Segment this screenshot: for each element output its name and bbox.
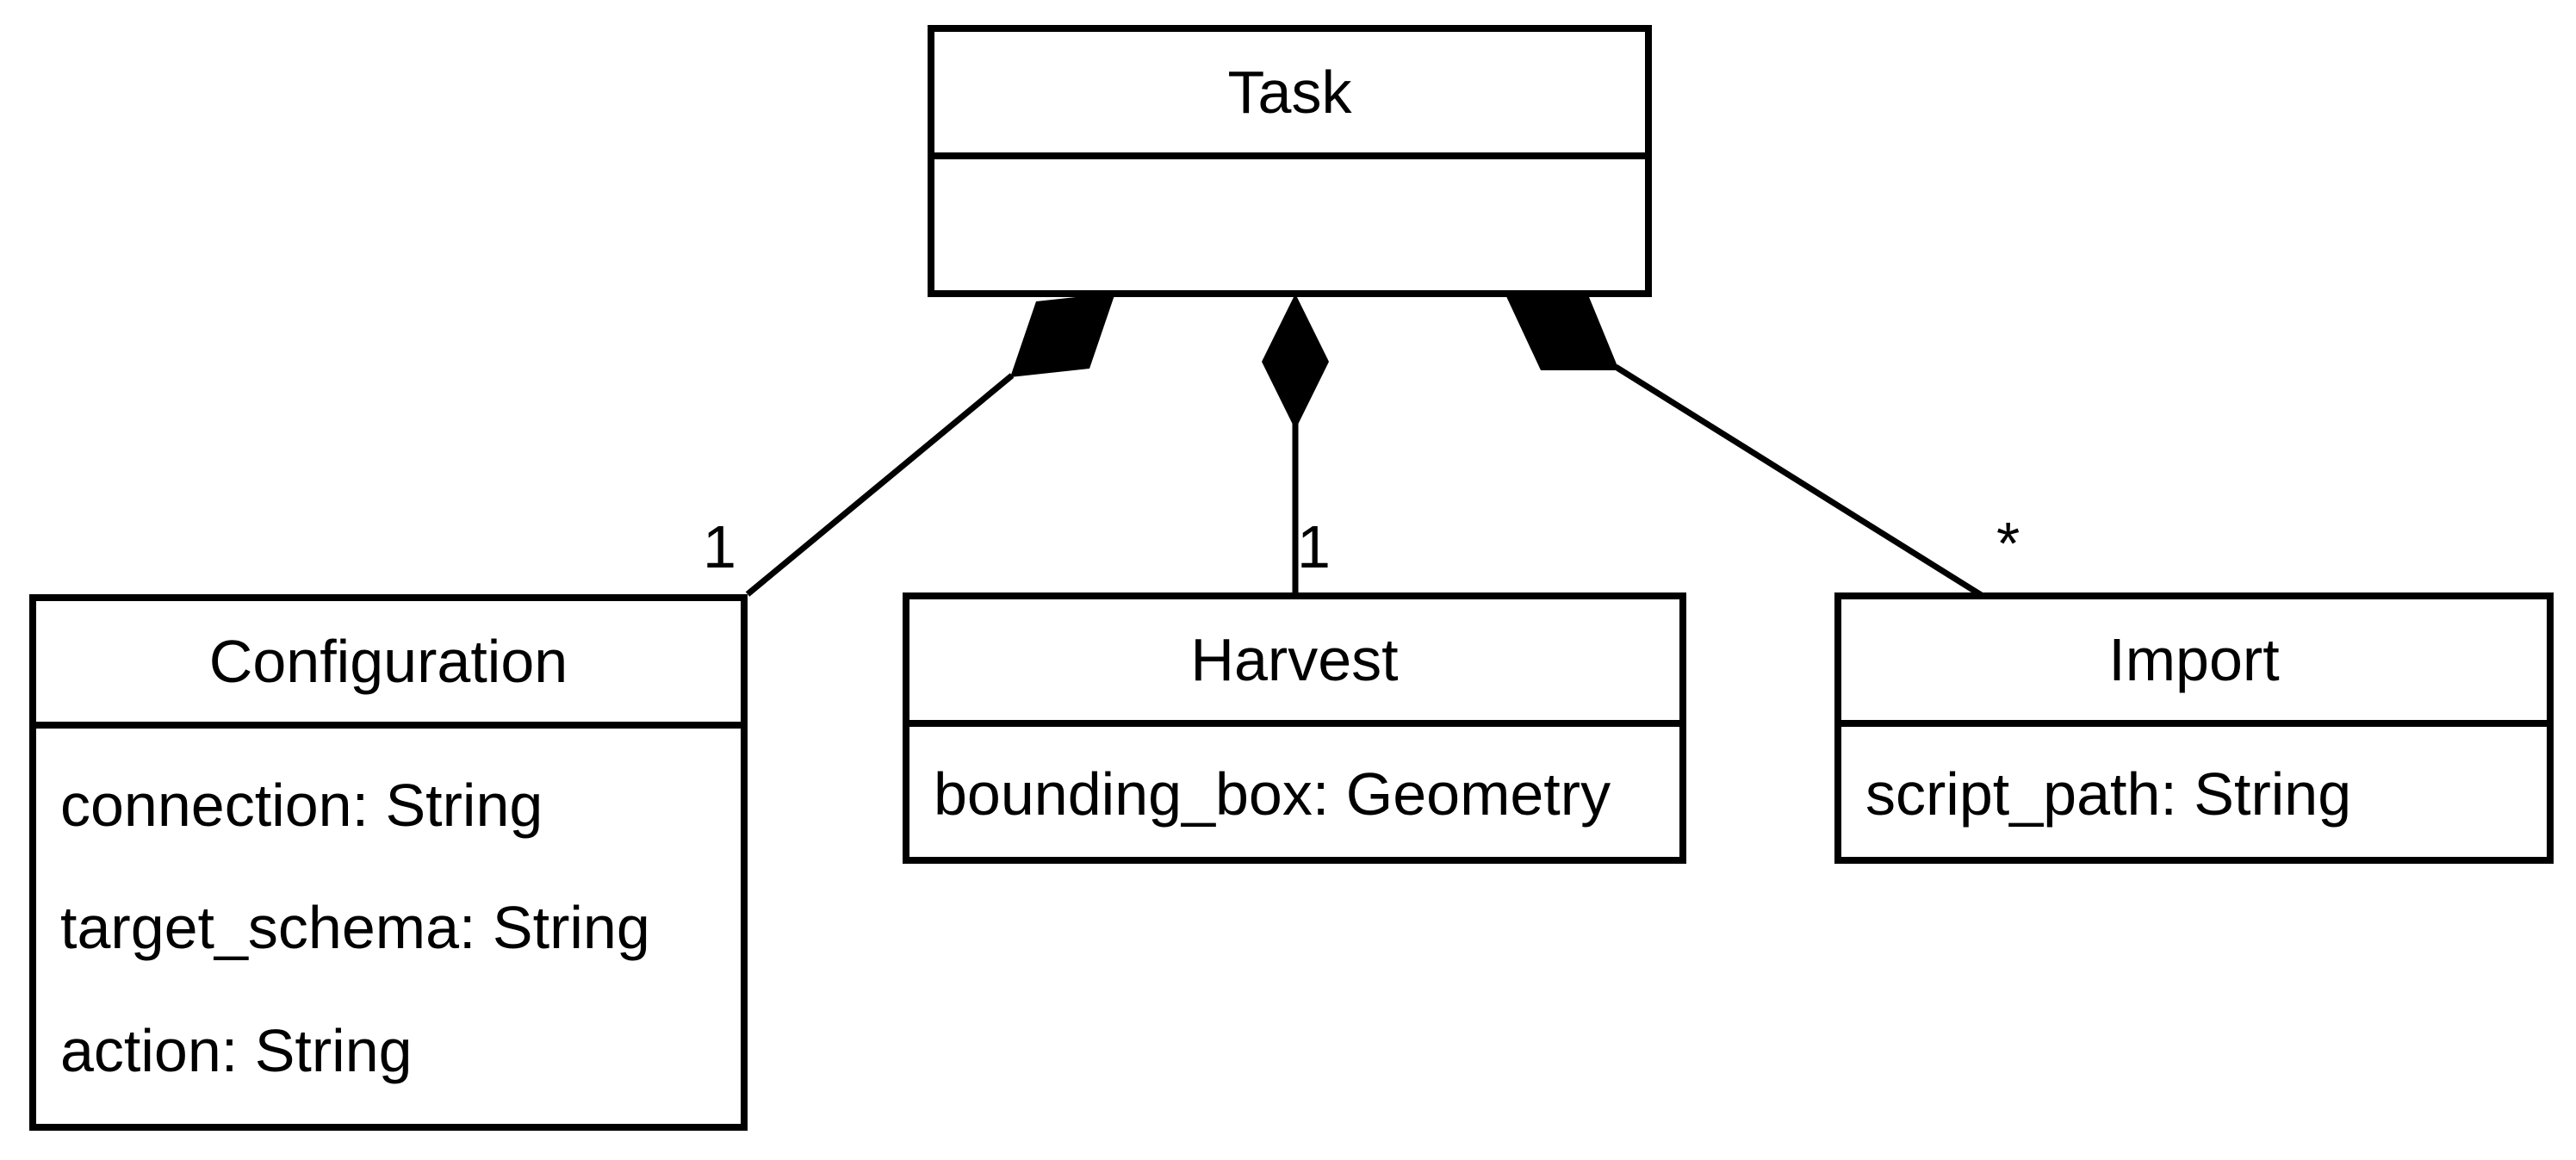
class-import-attributes: script_path: String <box>1841 727 2547 857</box>
attribute-connection: connection: String <box>60 772 543 840</box>
class-task: Task <box>928 25 1652 297</box>
multiplicity-label-configuration: 1 <box>703 513 736 580</box>
attribute-script-path: script_path: String <box>1865 760 2352 828</box>
multiplicity-label-harvest: 1 <box>1297 513 1331 580</box>
class-configuration-name: Configuration <box>36 601 741 729</box>
attribute-action: action: String <box>60 1016 413 1084</box>
class-configuration: Configuration connection: String target_… <box>29 594 748 1131</box>
class-import: Import script_path: String <box>1834 592 2554 864</box>
attribute-bounding-box: bounding_box: Geometry <box>934 760 1611 828</box>
composition-diamond-import <box>1505 293 1619 370</box>
edge-task-configuration <box>745 373 1015 597</box>
class-harvest: Harvest bounding_box: Geometry <box>903 592 1686 864</box>
class-import-name: Import <box>1841 599 2547 727</box>
class-task-attributes <box>934 159 1645 290</box>
composition-diamond-configuration <box>1010 293 1115 377</box>
class-harvest-attributes: bounding_box: Geometry <box>909 727 1679 857</box>
composition-diamond-harvest <box>1262 294 1329 430</box>
multiplicity-label-import: * <box>1996 510 2020 577</box>
edge-task-import <box>1614 364 1984 599</box>
attribute-target-schema: target_schema: String <box>60 894 650 962</box>
class-harvest-name: Harvest <box>909 599 1679 727</box>
class-task-name: Task <box>934 32 1645 159</box>
class-configuration-attributes: connection: String target_schema: String… <box>36 729 741 1124</box>
